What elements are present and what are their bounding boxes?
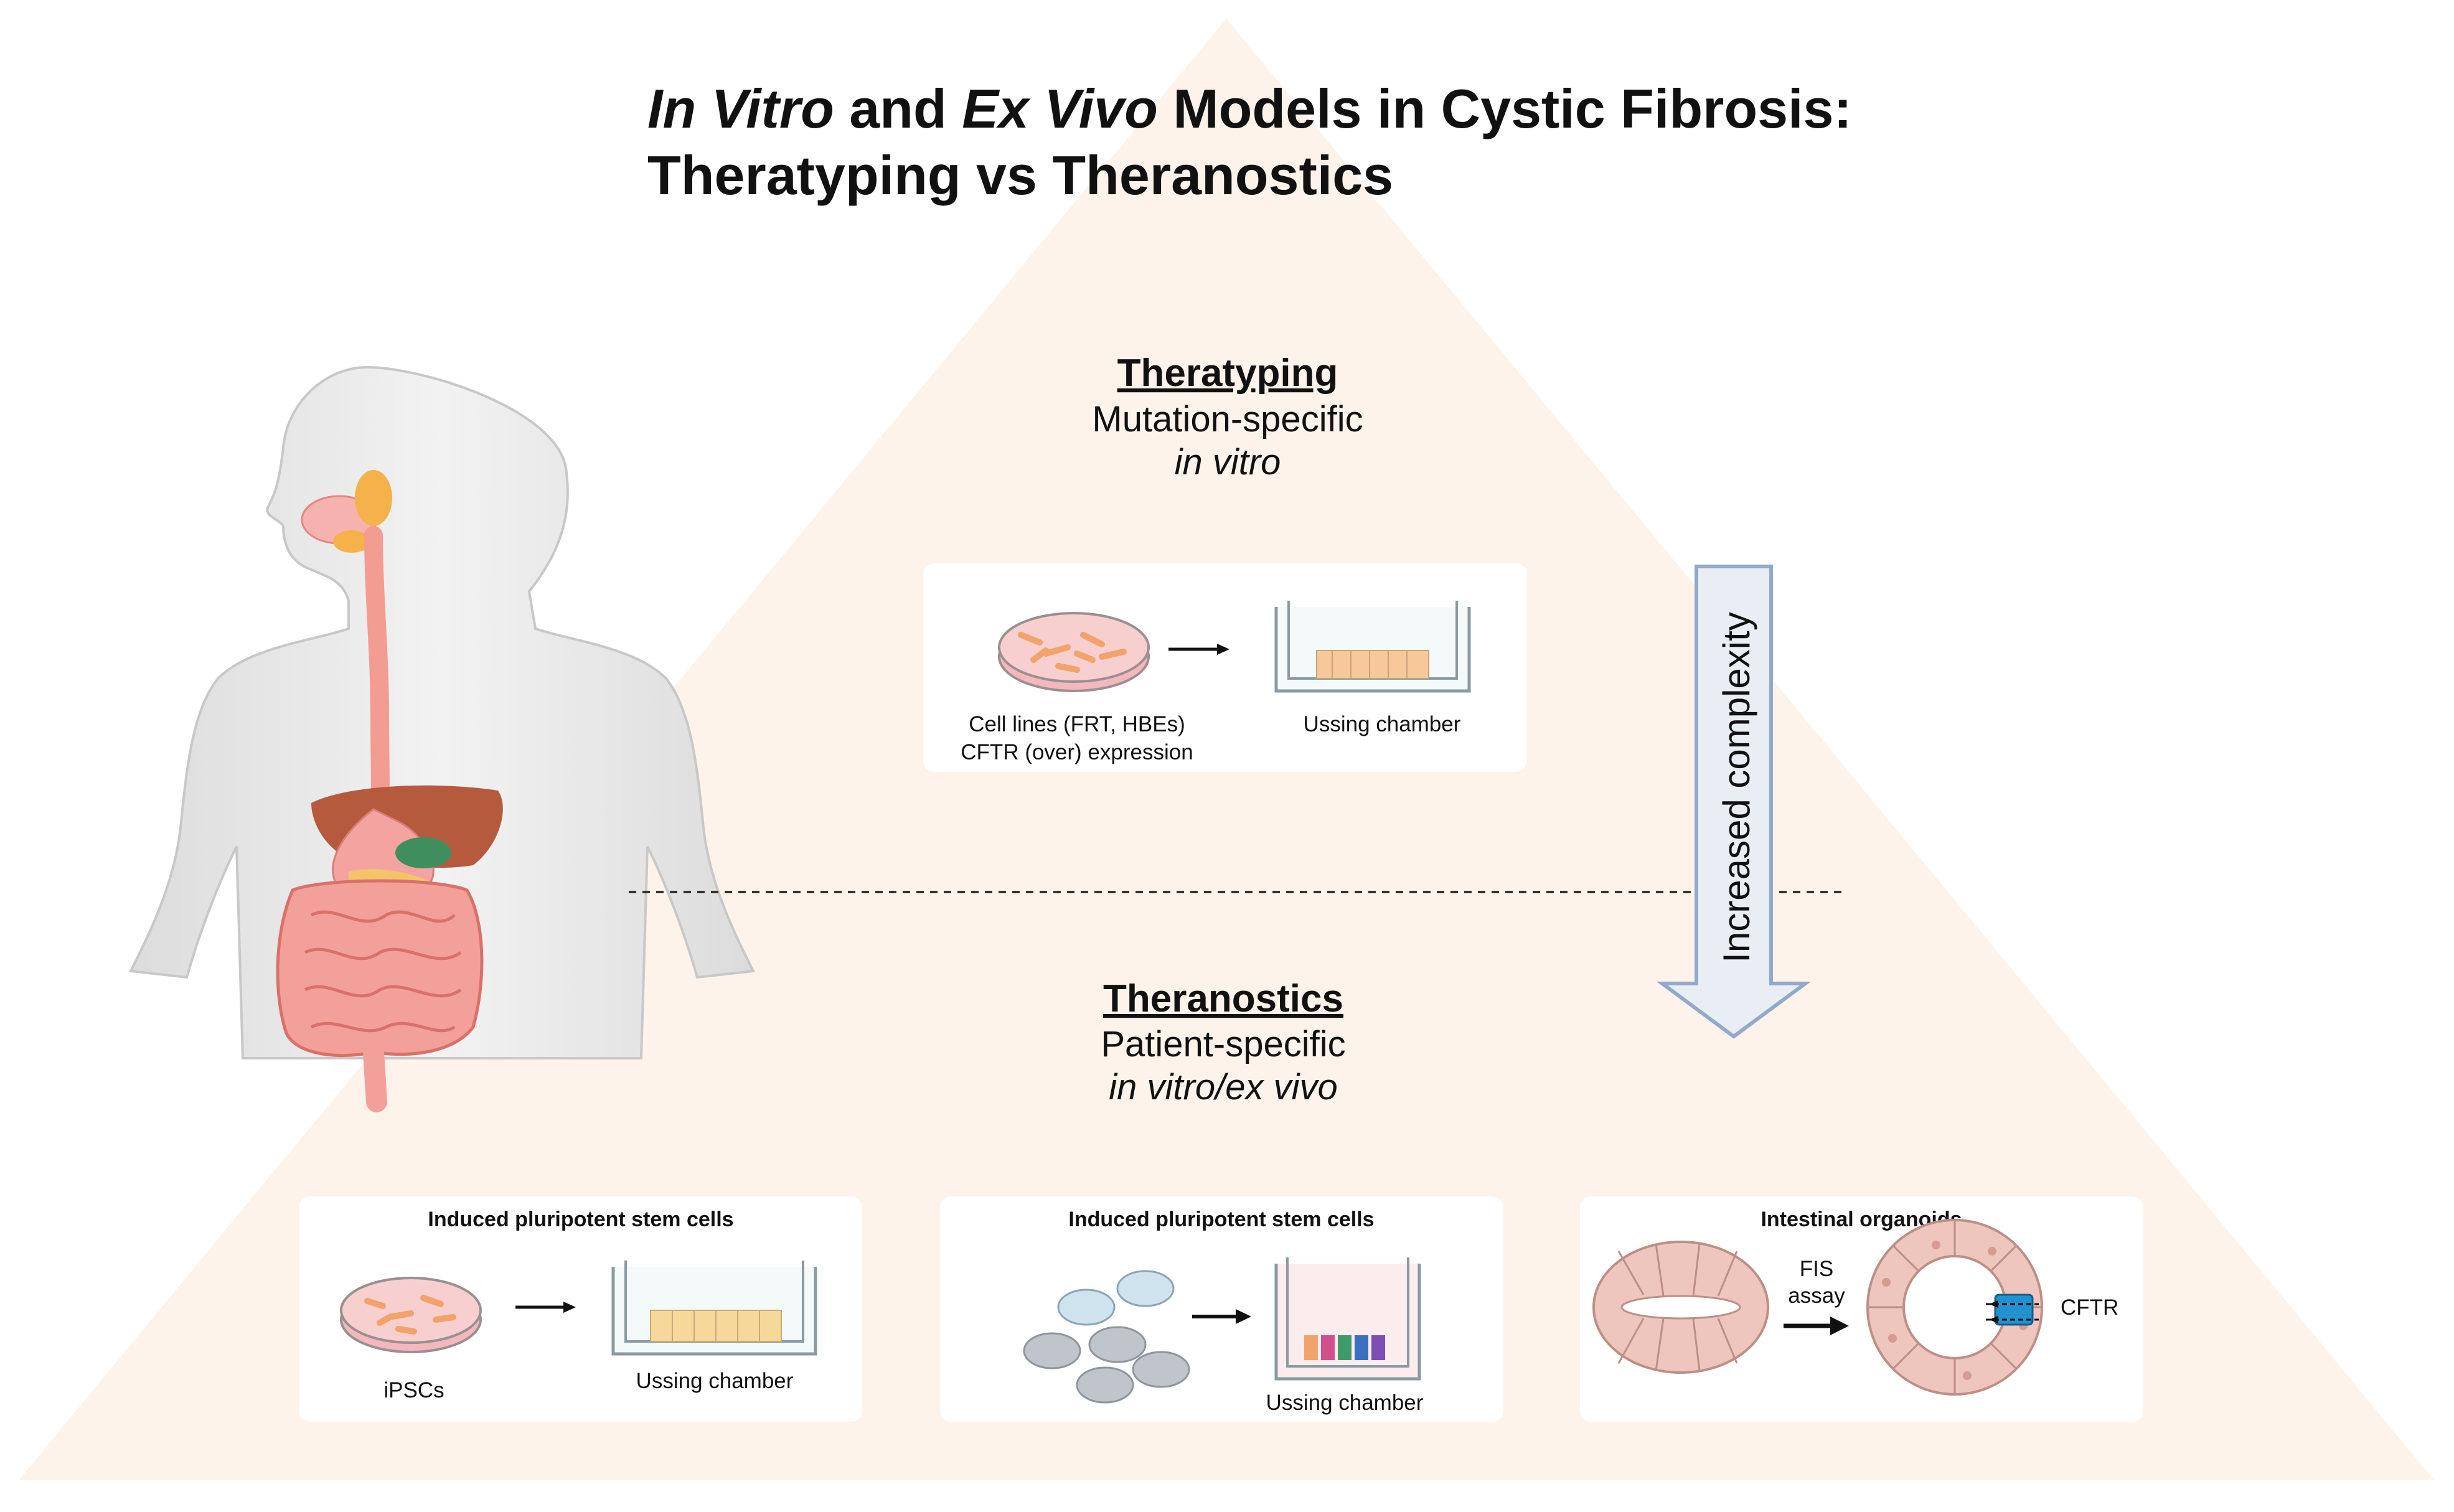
theranostics-italic: in vitro/ex vivo — [1109, 1067, 1337, 1107]
ipsc-right-label: Ussing chamber — [636, 1369, 794, 1393]
theranostics-heading: Theranostics — [1103, 977, 1343, 1020]
complexity-arrow-label: Increased complexity — [1716, 612, 1757, 963]
figure-title-line2: Theratyping vs Theranostics — [647, 144, 1393, 206]
theranostics-card-organoids: Intestinal organoids FIS assay CFTR — [1580, 1196, 2143, 1422]
complexity-arrow-shape — [1656, 565, 1812, 1039]
rectum-shape — [363, 1041, 387, 1112]
theratyping-heading: Theratyping — [1117, 352, 1338, 395]
gallbladder-shape — [395, 837, 451, 868]
cftr-channel-icon — [1986, 1294, 2039, 1326]
intestines-shape — [276, 879, 484, 1058]
esophagus-shape — [364, 526, 390, 812]
ipsc-derived-right-label: Ussing chamber — [1266, 1391, 1424, 1415]
theratyping-left-label-line1: Cell lines (FRT, HBEs) — [969, 712, 1185, 736]
theratyping-right-label: Ussing chamber — [1304, 712, 1461, 736]
human-digestive-system-icon — [128, 365, 756, 1112]
ipsc-derived-card-title: Induced pluripotent stem cells — [1068, 1208, 1374, 1231]
sublingual-gland-shape — [333, 530, 370, 553]
theranostics-subtitle: Patient-specific — [1101, 1024, 1345, 1064]
transwell-insert-icon — [611, 1261, 817, 1356]
ipsc-left-label: iPSCs — [383, 1378, 444, 1402]
stem-cells-icon — [1023, 1270, 1190, 1404]
theranostics-card-ipsc: Induced pluripotent stem cells iPSCs Uss… — [299, 1196, 862, 1422]
theratyping-italic: in vitro — [1175, 442, 1281, 482]
theratyping-subtitle: Mutation-specific — [1092, 399, 1363, 439]
ipsc-card-title: Induced pluripotent stem cells — [428, 1208, 733, 1231]
intestine-loops — [304, 910, 462, 1033]
theratyping-card: Cell lines (FRT, HBEs) CFTR (over) expre… — [923, 563, 1527, 772]
transwell-insert-icon — [1274, 601, 1471, 693]
petri-dish-icon — [340, 1277, 482, 1353]
fis-label-line1: FIS — [1800, 1257, 1833, 1281]
theranostics-card-ipsc-derived: Induced pluripotent stem cells Ussing ch… — [940, 1196, 1503, 1422]
salivary-gland-shape — [355, 470, 392, 526]
figure-title-line1: In Vitro and Ex Vivo Models in Cystic Fi… — [647, 78, 1852, 139]
fis-label-line2: assay — [1788, 1284, 1845, 1308]
theratyping-arrow-head — [1217, 644, 1229, 655]
complexity-arrow: Increased complexity — [1656, 565, 1812, 1039]
ipsc-arrow-head — [563, 1302, 576, 1313]
organoid-icon — [1592, 1241, 1769, 1374]
ipsc-card-box — [299, 1196, 862, 1422]
cftr-label: CFTR — [2061, 1295, 2118, 1320]
swollen-organoid-icon — [1866, 1219, 2043, 1396]
fis-arrow-head — [1830, 1317, 1849, 1335]
transwell-insert-icon — [1274, 1257, 1421, 1381]
ipsc-derived-arrow-head — [1236, 1309, 1251, 1324]
body-silhouette — [128, 365, 756, 1059]
petri-dish-icon — [998, 612, 1150, 692]
theratyping-left-label-line2: CFTR (over) expression — [961, 740, 1193, 764]
